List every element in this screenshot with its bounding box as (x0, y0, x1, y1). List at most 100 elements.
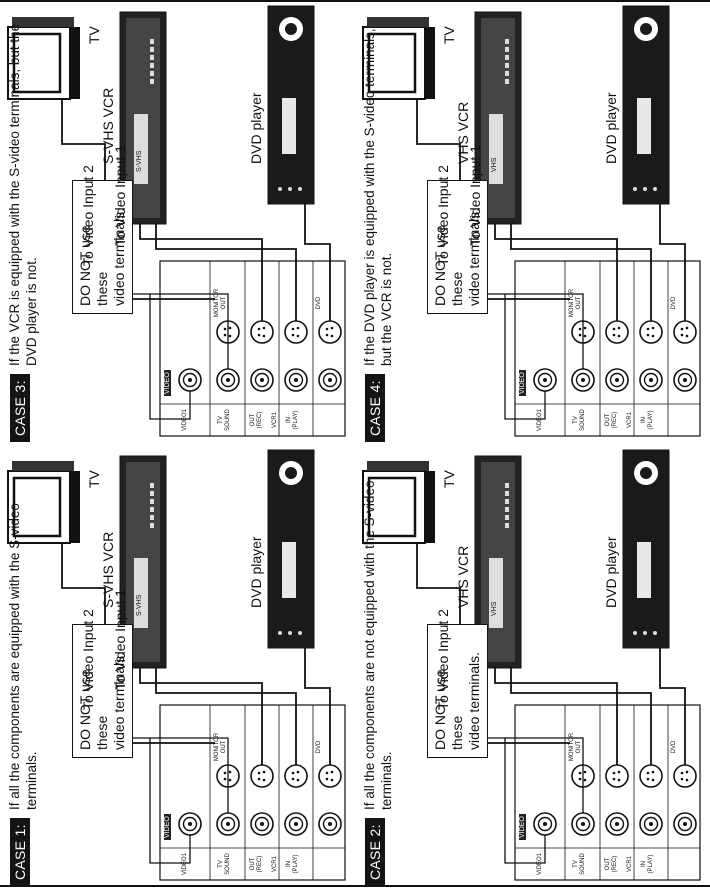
input-upper-label: To Video Input 2 (80, 165, 96, 266)
terminal-row-label: VIDEO1 (537, 405, 544, 435)
case-badge: CASE 4: (365, 374, 385, 442)
input-upper-label: To Video Input 2 (435, 165, 451, 266)
s-video-jack (319, 765, 341, 787)
terminal-row-label: IN (PLAY) (641, 849, 655, 879)
vcr1-label: VCR1 (627, 405, 634, 435)
composite-video-jack (217, 813, 239, 835)
terminal-row-label: OUT (REC) (605, 849, 619, 879)
terminal-row-label: TV SOUND (573, 849, 587, 879)
case-4-panel: CASE 4: If the DVD player is equipped wit… (355, 0, 710, 444)
dvd-player-illustration (623, 6, 669, 204)
s-video-jack (251, 321, 273, 343)
composite-video-jack (285, 369, 307, 391)
s-video-jack (285, 321, 307, 343)
vcr1-label: VCR1 (272, 405, 279, 435)
s-video-jack (640, 321, 662, 343)
vcr-badge: S-VHS (137, 151, 143, 172)
composite-video-jack (251, 369, 273, 391)
terminal-row-label: VIDEO1 (537, 849, 544, 879)
composite-video-jack (572, 813, 594, 835)
composite-video-jack (674, 813, 696, 835)
terminal-row-label: IN (PLAY) (286, 849, 300, 879)
case-3-panel: CASE 3:If the VCR is equipped with the S… (0, 0, 355, 444)
warning-line: video terminals. (466, 632, 483, 750)
composite-video-jack (606, 813, 628, 835)
dvd-label: DVD player (603, 536, 619, 608)
input-lower-label: To Video Input 1 (112, 145, 128, 246)
terminal-row-label: VIDEO1 (182, 849, 189, 879)
tv-label: TV (86, 26, 102, 44)
monitor-out-label: MONITOR OUT (569, 288, 583, 318)
case-title: If all the components are equipped with … (6, 458, 40, 810)
input-lower-label: To Video Input 1 (467, 145, 483, 246)
terminal-row-label: TV SOUND (573, 405, 587, 435)
terminal-row-label: OUT (REC) (250, 405, 264, 435)
case-3-rotated-content: CASE 3:If the VCR is equipped with the S… (0, 0, 355, 444)
input-upper-label: To Video Input 2 (435, 609, 451, 710)
video-tag: VIDEO (164, 370, 171, 396)
composite-video-jack (674, 369, 696, 391)
vcr-badge: S-VHS (137, 595, 143, 616)
monitor-out-label: MONITOR OUT (214, 732, 228, 762)
case-badge: CASE 3: (10, 374, 30, 442)
vcr1-label: VCR1 (272, 849, 279, 879)
terminal-row-label: IN (PLAY) (641, 405, 655, 435)
vcr-badge: VHS (492, 158, 498, 172)
input-lower-label: To Video Input 1 (112, 589, 128, 690)
case-4-rotated-content: CASE 4: If the DVD player is equipped wit… (355, 0, 710, 444)
case-1-rotated-content: CASE 1: If all the components are equippe… (0, 444, 355, 888)
tv-label: TV (441, 470, 457, 488)
tv-label: TV (441, 26, 457, 44)
case-1-wiring-svg (0, 444, 355, 888)
composite-video-jack (640, 369, 662, 391)
case-2-wiring-svg (355, 444, 710, 888)
terminal-row-label: TV SOUND (218, 405, 232, 435)
composite-video-jack (640, 813, 662, 835)
s-video-jack (606, 765, 628, 787)
dvd-player-illustration (623, 450, 669, 648)
composite-video-jack (179, 813, 201, 835)
composite-video-jack (534, 369, 556, 391)
dvd-label: DVD player (248, 536, 264, 608)
video-tag: VIDEO (519, 370, 526, 396)
composite-video-jack (179, 369, 201, 391)
case-badge: CASE 1: (10, 818, 30, 886)
vcr-label: VHS VCR (455, 546, 471, 608)
dvd-player-illustration (268, 6, 314, 204)
vcr1-label: VCR1 (627, 849, 634, 879)
s-video-jack (640, 765, 662, 787)
case-2-rotated-content: CASE 2: If all the components are not equ… (355, 444, 710, 888)
dvd-terminal-label: DVD (316, 288, 323, 318)
composite-video-jack (217, 369, 239, 391)
composite-video-jack (319, 813, 341, 835)
s-video-jack (319, 321, 341, 343)
terminal-row-label: OUT (REC) (250, 849, 264, 879)
s-video-jack (251, 765, 273, 787)
s-video-jack (674, 321, 696, 343)
terminal-row-label: TV SOUND (218, 849, 232, 879)
terminal-row-label: IN (PLAY) (286, 405, 300, 435)
dvd-terminal-label: DVD (671, 288, 678, 318)
case-title: If the DVD player is equipped with the S… (361, 14, 395, 366)
case-title: If all the components are not equipped w… (361, 458, 395, 810)
dvd-label: DVD player (248, 92, 264, 164)
monitor-out-label: MONITOR OUT (569, 732, 583, 762)
case-2-panel: CASE 2: If all the components are not equ… (355, 444, 710, 888)
case-1-panel: CASE 1: If all the components are equippe… (0, 444, 355, 888)
s-video-jack (285, 765, 307, 787)
input-upper-label: To Video Input 2 (80, 609, 96, 710)
monitor-out-label: MONITOR OUT (214, 288, 228, 318)
video-tag: VIDEO (164, 814, 171, 840)
composite-video-jack (285, 813, 307, 835)
composite-video-jack (251, 813, 273, 835)
case-3-wiring-svg (0, 0, 355, 444)
dvd-label: DVD player (603, 92, 619, 164)
composite-video-jack (319, 369, 341, 391)
s-video-jack (674, 765, 696, 787)
tv-label: TV (86, 470, 102, 488)
composite-video-jack (534, 813, 556, 835)
case-badge: CASE 2: (365, 818, 385, 886)
dvd-player-illustration (268, 450, 314, 648)
video-tag: VIDEO (519, 814, 526, 840)
